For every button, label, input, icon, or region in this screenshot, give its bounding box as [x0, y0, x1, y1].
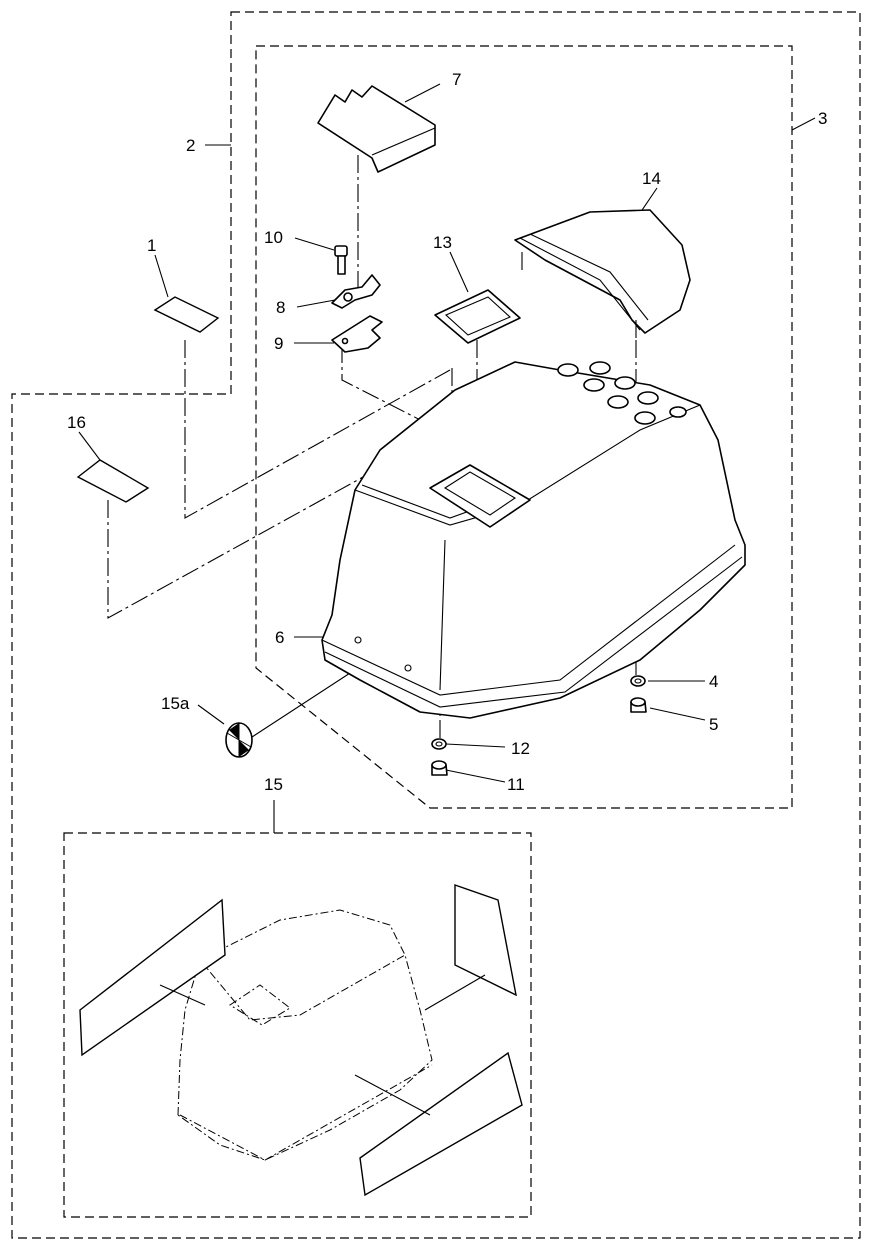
part-16-decal: [76, 459, 150, 503]
callout-15a: 15a: [161, 694, 190, 713]
part-4-washer: [630, 675, 646, 687]
assembly-boundary-2: [11, 11, 861, 1239]
callout-14: 14: [642, 169, 661, 188]
callout-1: 1: [147, 236, 156, 255]
callout-11: 11: [507, 775, 525, 794]
part-1-decal: [153, 296, 220, 333]
part-10-bolt: [334, 245, 348, 275]
part-8-clip: [331, 274, 381, 309]
callout-6: 6: [275, 628, 284, 647]
callout-15: 15: [264, 775, 283, 794]
callout-4: 4: [709, 672, 718, 691]
callout-16: 16: [67, 413, 86, 432]
callout-7: 7: [452, 70, 461, 89]
cover-nozzles: [557, 361, 687, 425]
callout-12: 12: [511, 739, 530, 758]
decal-set-boundary-15: [63, 832, 532, 1218]
part-6-engine-cover: [321, 361, 746, 719]
part-11-nut: [431, 760, 448, 776]
part-9-bracket: [331, 315, 383, 353]
callout-labels: 1 2 3 4 5 6 7 8 9 10 11 12 13 14 15 15a …: [67, 70, 827, 794]
part-12-washer: [431, 738, 447, 750]
part-7-plate: [317, 85, 436, 173]
callout-3: 3: [818, 109, 827, 128]
part-13-gasket: [434, 289, 521, 344]
part-5-nut: [630, 697, 647, 713]
callout-5: 5: [709, 715, 718, 734]
part-15a-emblem: [225, 722, 253, 758]
callout-2: 2: [186, 136, 195, 155]
part-15-decal-set: [79, 884, 523, 1197]
part-14-cap: [514, 209, 691, 338]
callout-13: 13: [433, 233, 452, 252]
leader-lines: [78, 83, 816, 833]
callout-10: 10: [264, 228, 283, 247]
decal-15-right-top: [454, 884, 517, 997]
callout-8: 8: [276, 298, 285, 317]
decal-15-right-bottom: [359, 1051, 523, 1197]
assembly-boundary-3: [255, 45, 793, 809]
decal-15-left: [79, 898, 226, 1057]
callout-9: 9: [274, 334, 283, 353]
